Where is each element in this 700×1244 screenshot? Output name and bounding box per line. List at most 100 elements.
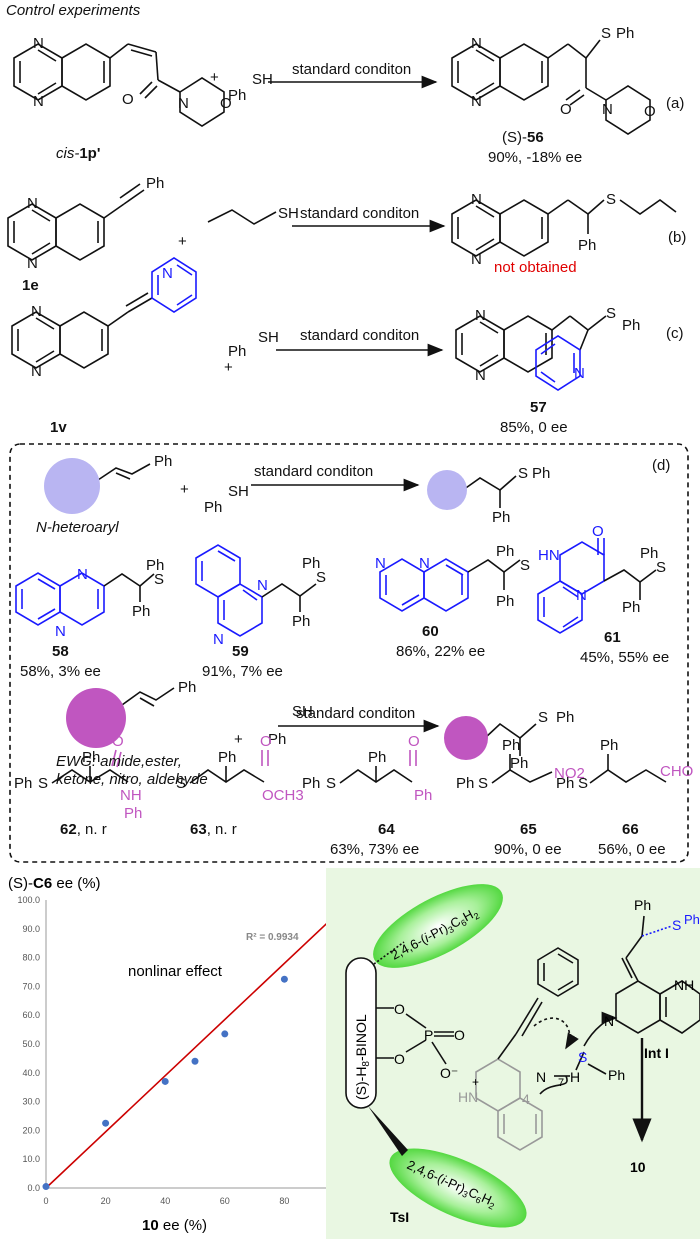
n-60b: N [419,555,430,572]
x-tick-label: 0 [43,1196,48,1206]
page-title: Control experiments [6,2,141,19]
p-phos: P [424,1027,433,1043]
h-proton: H [570,1069,580,1085]
n-c-pyr2: N [574,365,585,382]
s-b: S [606,191,616,208]
tag-a: (a) [666,95,684,112]
quinazoline-59 [195,544,263,637]
ph-d1c: Ph [532,465,550,482]
hn-61: HN [538,547,560,564]
n-b3: N [471,191,482,208]
data-point [42,1183,50,1191]
quinoxaline-c-product [455,315,607,373]
ts-label: TsI [390,1209,409,1225]
n-b2: N [27,255,38,272]
pyridine-c-product [535,335,581,391]
ph-b: Ph [146,175,164,192]
fit-line [45,906,345,1189]
n-c-pyr: N [162,265,173,282]
n-b1: N [27,195,38,212]
chart-xlabel: 10 ee (%) [142,1217,207,1234]
ph-d2c: Ph [556,709,574,726]
s-63: S [176,775,186,792]
y-tick-label: 70.0 [22,981,40,991]
sh-a: SH [252,71,273,88]
binol-label: (S)-H8-BINOL [353,1014,372,1100]
label-66: 66 [622,821,639,838]
label-64: 64 [378,821,395,838]
quinoxalinone-61 [537,538,605,634]
ph-62c: Ph [124,805,142,822]
int-i-structure [615,915,700,1143]
ph-58: Ph [146,557,164,574]
n-58b: N [55,623,66,640]
o-a: O [122,91,134,108]
label-56: (S)-56 [502,129,544,146]
ph-b2: Ph [578,237,596,254]
n-61: N [576,587,587,604]
ph-59: Ph [302,555,320,572]
heteroaryl-circle-reactant [44,458,100,514]
o-62: O [112,733,124,750]
s-a: S [601,25,611,42]
tag-c: (c) [666,325,684,342]
ph-62b: Ph [82,749,100,766]
n-59a: N [213,631,224,648]
label-61: 61 [604,629,621,646]
chain-66 [589,769,667,784]
label-n-heteroaryl: N-heteroaryl [36,519,119,536]
data-point [161,1077,169,1085]
result-61: 45%, 55% ee [580,649,669,666]
label-65: 65 [520,821,537,838]
ph-64: Ph [302,775,320,792]
sh-c: SH [258,329,279,346]
o-morph-a2: O [644,103,656,120]
ph-61: Ph [640,545,658,562]
result-b: not obtained [494,259,577,276]
plus-d2: + [234,731,243,748]
ewg-line1: EWG: amide,ester, [56,753,182,770]
ewg-circle-reactant [66,688,126,748]
label-1e: 1e [22,277,39,294]
heteroaryl-circle-product [427,470,467,510]
n-a3: N [471,35,482,52]
s-d2: S [538,709,548,726]
ph-int: Ph [634,897,651,913]
n-morph-a2: N [602,101,613,118]
ph-d2b: Ph [268,731,286,748]
label-58: 58 [52,643,69,660]
naphthyridine-60 [379,558,469,612]
chart-ylabel: (S)-C6 ee (%) [8,875,101,892]
plus-d1: + [180,481,189,498]
ph-64b: Ph [368,749,386,766]
o-phos-3: O [454,1027,465,1043]
data-point [102,1119,110,1127]
ph-a2: Ph [616,25,634,42]
quinoxaline-a-substrate [13,43,225,127]
tag-d: (d) [652,457,670,474]
ph-c: Ph [228,343,246,360]
label-59: 59 [232,643,249,660]
label-63: 63, n. r [190,821,237,838]
y-tick-label: 50.0 [22,1039,40,1049]
data-point [191,1057,199,1065]
styrene-arm-2 [121,687,175,706]
ewg-line2: ketone, nitro, aldehyde [56,771,208,788]
label-57: 57 [530,399,547,416]
nle-chart: (S)-C6 ee (%) 10 ee (%) nonlinar effect … [8,875,352,1234]
result-a: 90%, -18% ee [488,149,582,166]
ph-60b: Ph [496,593,514,610]
ph-65: Ph [456,775,474,792]
s-int: S [672,917,681,933]
n-c1: N [31,303,42,320]
s-64: S [326,775,336,792]
y-tick-label: 40.0 [22,1068,40,1078]
y-tick-label: 90.0 [22,924,40,934]
s-c: S [606,305,616,322]
s-thiol: S [578,1049,587,1065]
n-4-label: 4 [522,1091,530,1107]
n-b4: N [471,251,482,268]
quinazoline-58 [15,572,105,626]
no2-65: NO2 [554,765,585,782]
ph-58b: Ph [132,603,150,620]
